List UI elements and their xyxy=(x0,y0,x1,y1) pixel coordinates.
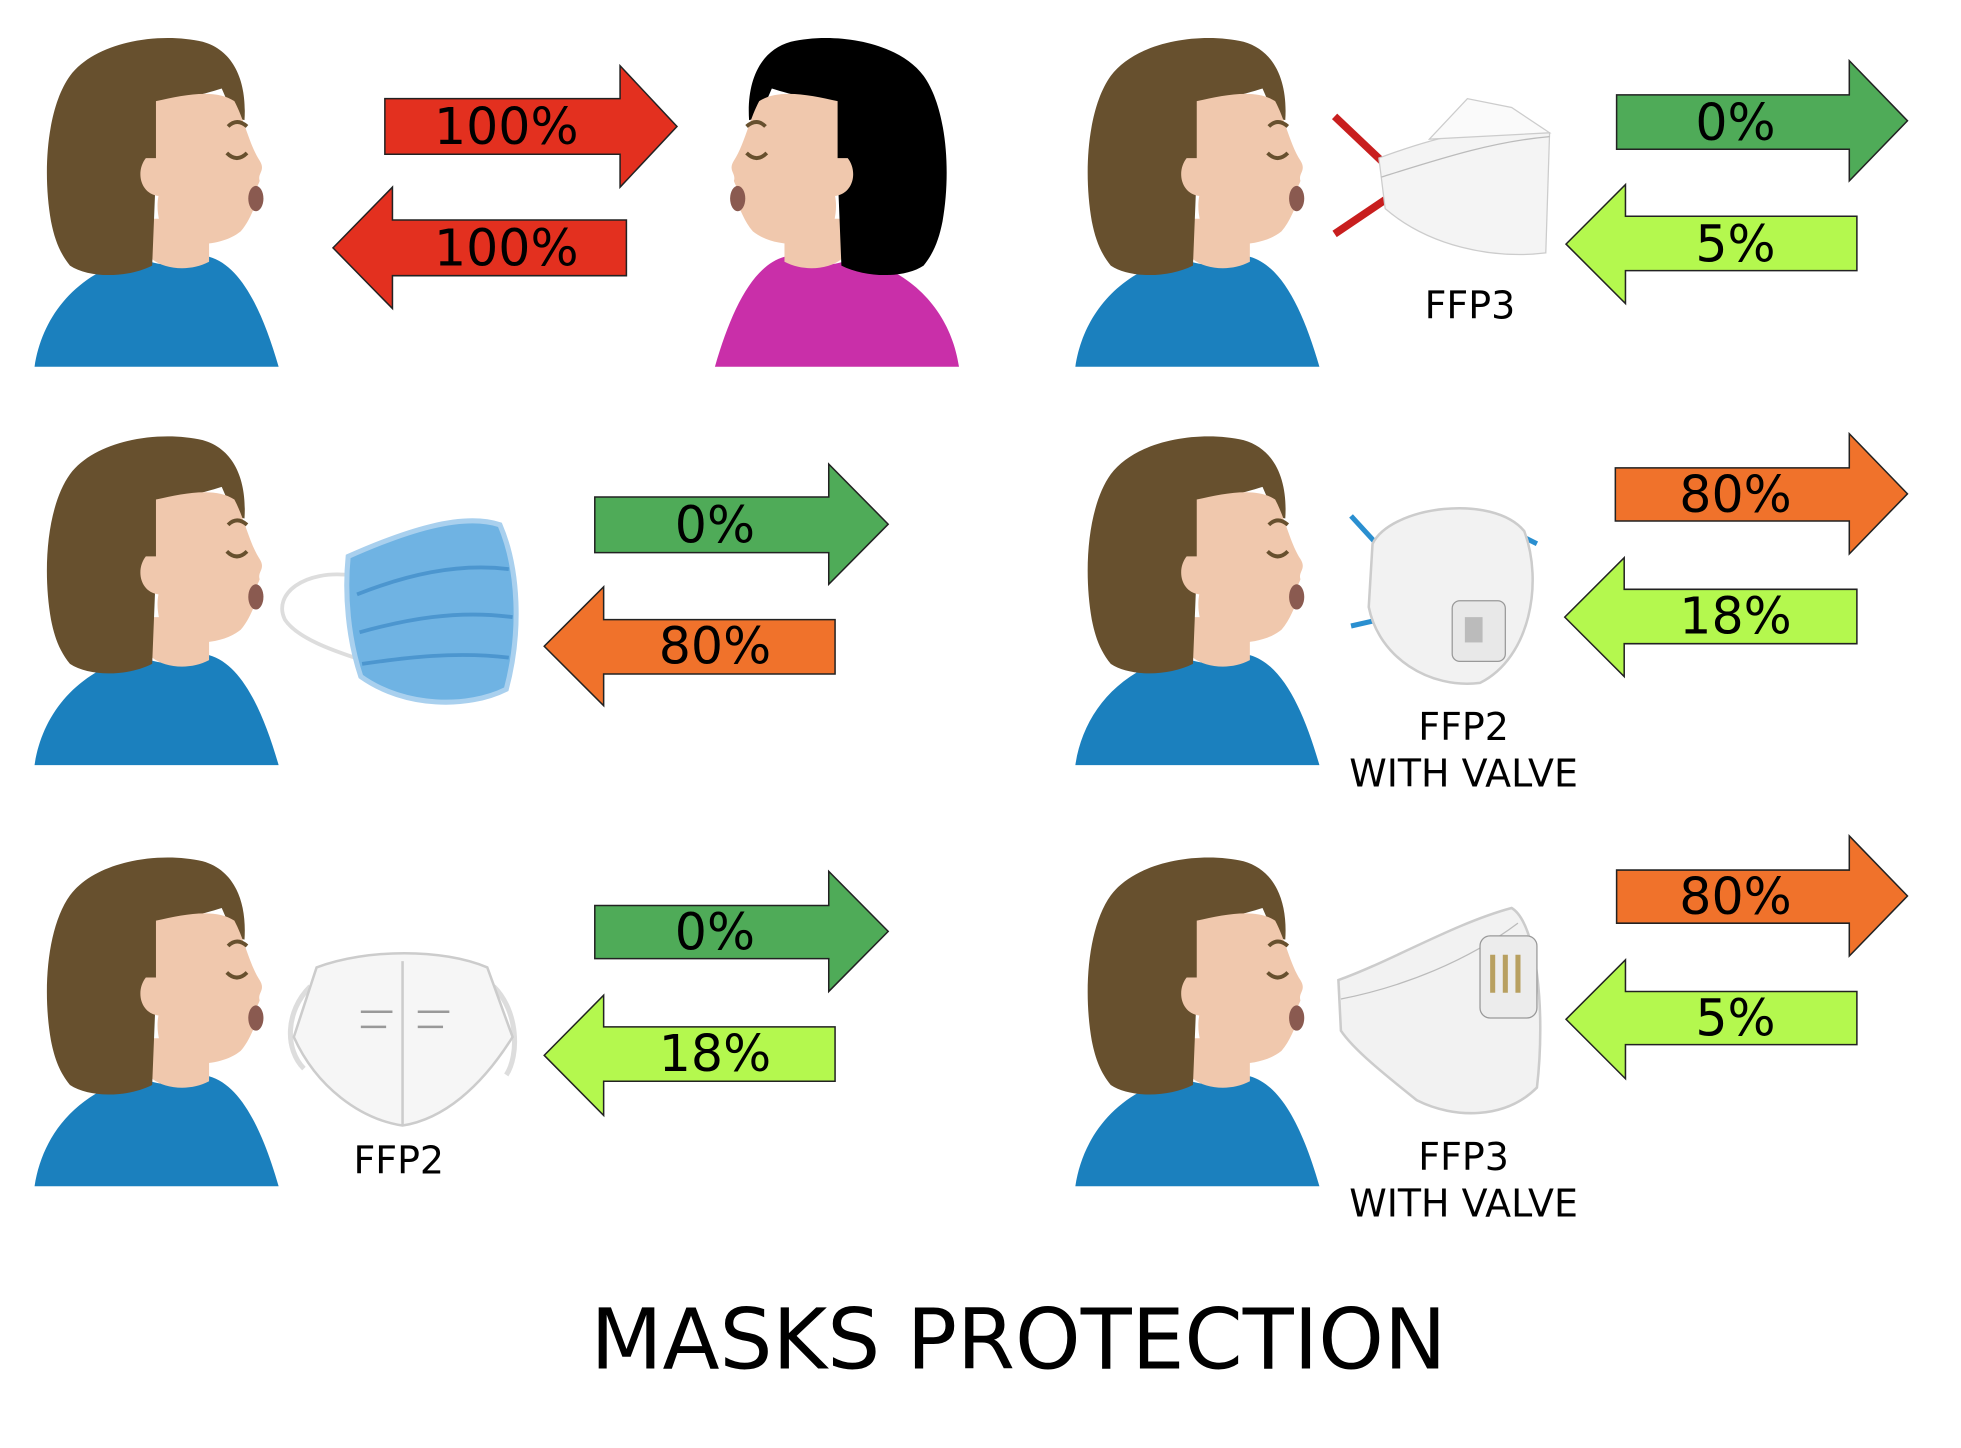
page-title: MASKS PROTECTION xyxy=(590,1291,1446,1388)
incoming-percent: 100% xyxy=(434,218,579,277)
ffp3-valve-mask-icon xyxy=(1337,906,1542,1115)
incoming-percent: 18% xyxy=(659,1024,771,1083)
mask-label-line2: WITH VALVE xyxy=(1349,1182,1578,1226)
panel-ffp2-valve: FFP2 WITH VALVE 80% 18% xyxy=(1073,431,1909,796)
outgoing-arrow xyxy=(384,63,679,190)
incoming-arrow xyxy=(543,993,836,1118)
ffp3-mask-icon xyxy=(1331,97,1552,256)
outgoing-arrow xyxy=(594,869,890,994)
surgical-mask-icon xyxy=(280,518,519,705)
panel-surgical-mask: 0% 80% xyxy=(32,434,890,767)
mask-label: FFP3 xyxy=(1425,284,1516,328)
panel-ffp2: FFP2 0% 18% xyxy=(32,855,890,1189)
outgoing-arrow xyxy=(1615,834,1909,958)
outgoing-percent: 0% xyxy=(675,903,755,962)
ffp2-valve-mask-icon xyxy=(1349,506,1539,685)
outgoing-percent: 0% xyxy=(675,495,755,554)
incoming-arrow xyxy=(1563,555,1858,679)
mask-label: FFP2 xyxy=(353,1139,444,1183)
panel-ffp3: FFP3 0% 5% xyxy=(1073,36,1909,369)
outgoing-percent: 100% xyxy=(434,97,579,156)
panel-ffp3-valve: FFP3 WITH VALVE 80% 5% xyxy=(1073,834,1909,1226)
outgoing-arrow xyxy=(1615,58,1909,183)
outgoing-arrow xyxy=(594,462,890,587)
mask-label-line2: WITH VALVE xyxy=(1349,752,1578,796)
incoming-arrow xyxy=(1564,958,1858,1081)
person xyxy=(1073,855,1322,1189)
incoming-percent: 5% xyxy=(1695,989,1775,1048)
ffp2-mask-icon xyxy=(287,951,518,1127)
person xyxy=(32,855,281,1189)
incoming-percent: 5% xyxy=(1695,215,1775,274)
incoming-arrow xyxy=(331,185,628,311)
outgoing-percent: 80% xyxy=(1679,465,1791,524)
incoming-arrow xyxy=(1564,182,1858,306)
person xyxy=(32,434,281,767)
incoming-percent: 18% xyxy=(1679,586,1791,645)
outgoing-percent: 80% xyxy=(1679,867,1791,926)
person xyxy=(1073,36,1322,369)
person xyxy=(1073,434,1322,767)
incoming-arrow xyxy=(543,584,836,708)
mask-label-line1: FFP2 xyxy=(1418,705,1509,749)
speaker-person xyxy=(32,36,281,369)
listener-person xyxy=(713,36,961,369)
incoming-percent: 80% xyxy=(659,617,771,676)
outgoing-percent: 0% xyxy=(1695,93,1775,152)
mask-label-line1: FFP3 xyxy=(1418,1135,1509,1179)
outgoing-arrow xyxy=(1614,431,1909,556)
panel-no-mask: 100% 100% xyxy=(32,36,961,369)
